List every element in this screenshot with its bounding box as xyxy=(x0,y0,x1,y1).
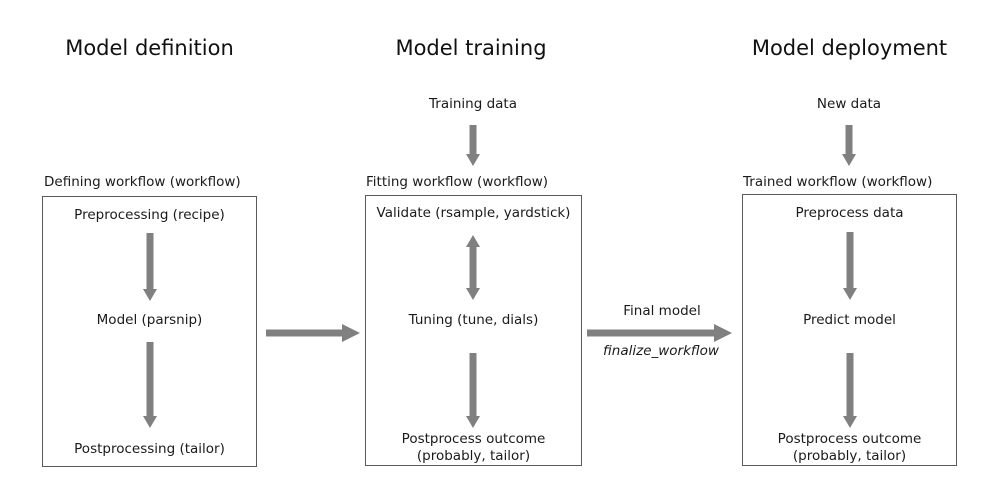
new-data-label: New data xyxy=(816,96,882,112)
step-preprocessing-recipe: Preprocessing (recipe) xyxy=(74,207,225,223)
arrow-down-icon xyxy=(142,233,157,301)
arrow-down-icon xyxy=(842,353,857,428)
column-title-model-training: Model training xyxy=(395,36,547,60)
arrow-down-icon xyxy=(466,125,480,166)
fitting-workflow-label: Fitting workflow (workflow) xyxy=(366,174,549,190)
arrow-right-icon xyxy=(587,323,732,342)
finalize-workflow-label: finalize_workflow xyxy=(603,343,719,359)
step-preprocess-data: Preprocess data xyxy=(795,205,904,221)
column-title-model-deployment: Model deployment xyxy=(751,36,948,60)
step-postprocess-outcome: Postprocess outcome (probably, tailor) xyxy=(778,431,922,465)
arrow-up-down-icon xyxy=(466,235,480,300)
step-model-parsnip: Model (parsnip) xyxy=(96,312,203,328)
defining-workflow-label: Defining workflow (workflow) xyxy=(44,174,241,190)
trained-workflow-label: Trained workflow (workflow) xyxy=(743,174,933,190)
arrow-down-icon xyxy=(842,125,856,166)
column-title-model-definition: Model definition xyxy=(65,36,234,60)
step-postprocess-outcome: Postprocess outcome (probably, tailor) xyxy=(402,431,546,465)
step-postprocess-outcome-line2: (probably, tailor) xyxy=(792,448,907,464)
step-postprocess-outcome-line1: Postprocess outcome xyxy=(401,431,546,447)
training-data-label: Training data xyxy=(429,96,517,112)
step-postprocess-outcome-line2: (probably, tailor) xyxy=(416,448,531,464)
step-predict-model: Predict model xyxy=(803,312,896,328)
arrow-down-icon xyxy=(143,342,157,428)
step-postprocessing-tailor: Postprocessing (tailor) xyxy=(74,441,225,457)
final-model-label: Final model xyxy=(623,303,701,319)
step-validate: Validate (rsample, yardstick) xyxy=(376,205,571,221)
arrow-down-icon xyxy=(466,353,480,428)
arrow-down-icon xyxy=(842,232,857,300)
step-tuning: Tuning (tune, dials) xyxy=(408,312,539,328)
arrow-right-icon xyxy=(266,323,360,342)
step-postprocess-outcome-line1: Postprocess outcome xyxy=(777,431,922,447)
